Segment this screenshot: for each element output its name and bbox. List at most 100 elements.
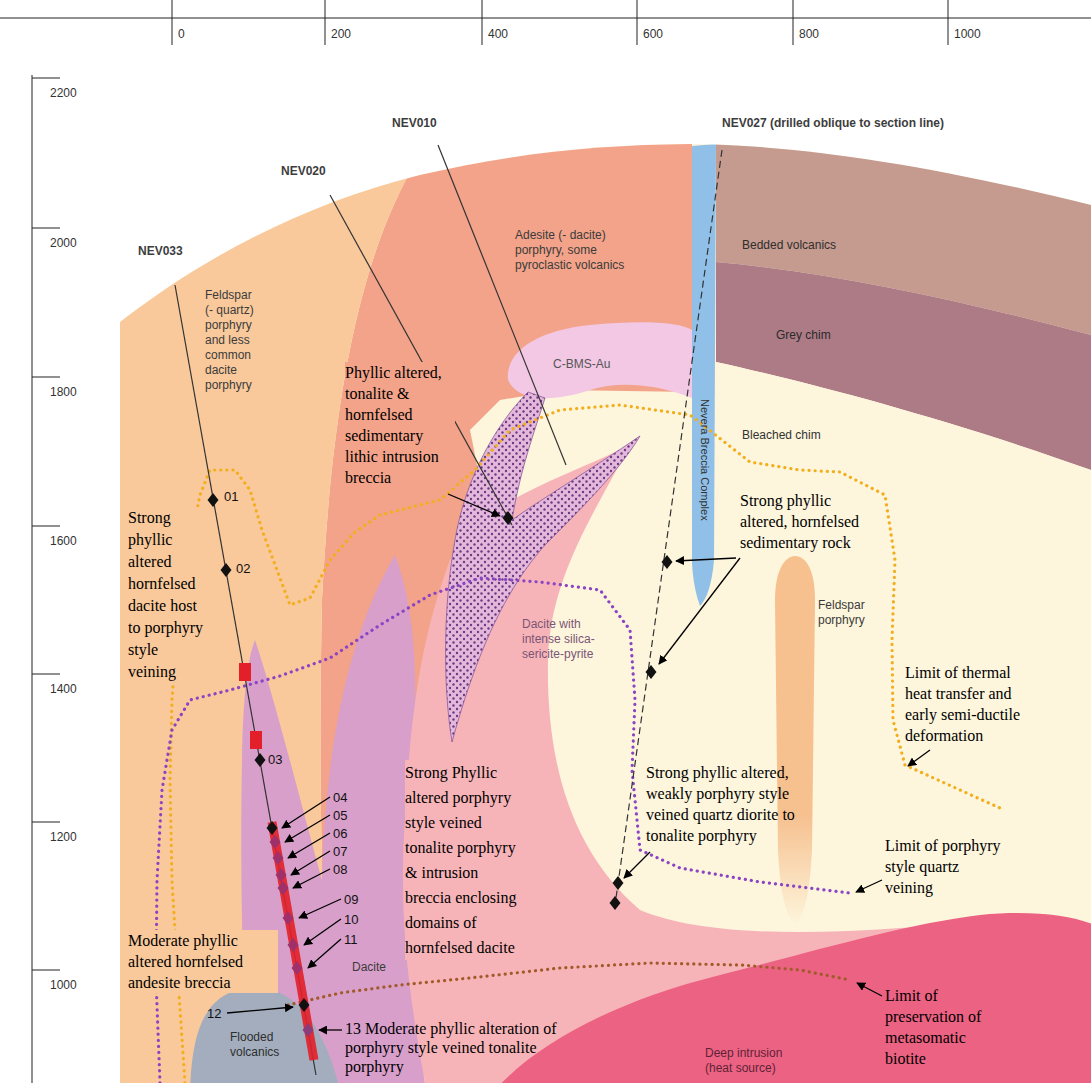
sample-diamond: [288, 938, 299, 952]
axis-label: 1800: [50, 385, 77, 399]
axis-label: 800: [799, 27, 819, 41]
label-anchor: Strong phyllic altered hornfelsed dacite…: [128, 507, 206, 683]
axis-tick: [32, 228, 60, 229]
unit-outline: [190, 987, 340, 1083]
label-anchor: Strong Phyllic altered porphyry style ve…: [405, 760, 525, 960]
label-anchor: 09: [344, 892, 358, 907]
drill-hole-trace: [330, 195, 512, 525]
axis-label: 1000: [954, 27, 981, 41]
unit-label: Grey chim: [776, 328, 831, 343]
sample-diamond: [278, 881, 289, 895]
label-anchor: 05: [333, 808, 347, 823]
label-anchor: 11: [344, 932, 358, 947]
axis-label: 2000: [50, 236, 77, 250]
unit-label: Adesite (- dacite) porphyry, some pyrocl…: [515, 228, 630, 273]
sample-diamond: [255, 753, 266, 767]
annotation: Moderate phyllic altered hornfelsed ande…: [128, 930, 278, 993]
sample-diamond: [273, 851, 284, 865]
label-anchor: 10: [344, 912, 358, 927]
unit-label: Deep intrusion (heat source): [705, 1046, 800, 1076]
sample-diamond: [646, 665, 657, 679]
sample-diamond: [208, 493, 219, 507]
leader-arrow: [285, 815, 330, 842]
sample-diamond: [613, 876, 624, 890]
axis-tick: [948, 0, 949, 45]
callout-number: 01: [224, 489, 238, 504]
sample-diamond: [292, 961, 303, 975]
annotation: 13 Moderate phyllic alteration of porphy…: [345, 1019, 585, 1076]
sample-diamond: [503, 511, 514, 525]
unit-label: Bedded volcanics: [742, 238, 836, 253]
callout-number: 11: [344, 932, 358, 947]
label-anchor: 2000: [50, 236, 77, 250]
sample-diamond: [303, 1023, 314, 1037]
axis-label: 600: [643, 27, 663, 41]
annotation: Strong Phyllic altered porphyry style ve…: [405, 760, 525, 960]
unit-outline: [495, 913, 1091, 1083]
callout-number: 04: [333, 790, 347, 805]
callout-number: 03: [268, 752, 282, 767]
sample-diamond: [283, 911, 294, 925]
label-anchor: 1200: [50, 830, 77, 844]
callout-number: 08: [333, 862, 347, 877]
axis-label: 1200: [50, 830, 77, 844]
axis-tick: [32, 970, 60, 971]
leader-arrow: [624, 852, 650, 878]
biotite-limit-line: [288, 963, 850, 1005]
unit-label: Flooded volcanics: [230, 1030, 300, 1060]
label-anchor: 07: [333, 844, 347, 859]
annotation: Phyllic altered, tonalite & hornfelsed s…: [345, 362, 455, 488]
sample-diamond: [276, 868, 287, 882]
unit-outline: [508, 322, 692, 398]
top-axis-line: [0, 18, 1091, 19]
label-anchor: 13 Moderate phyllic alteration of porphy…: [345, 1019, 585, 1076]
axis-tick: [32, 822, 60, 823]
callout-number: 12: [207, 1006, 221, 1021]
unit-label: Dacite with intense silica-sericite-pyri…: [522, 617, 618, 662]
rock-unit: Feldspar porphyry: [770, 552, 881, 927]
rock-unit: Bedded volcanics: [716, 146, 1091, 336]
axis-label: 1600: [50, 534, 77, 548]
label-anchor: NEV027 (drilled oblique to section line): [722, 116, 944, 130]
axis-tick: [32, 78, 60, 79]
leader-arrow: [319, 1029, 342, 1030]
leader-group: [227, 494, 930, 1030]
annotation: Strong phyllic altered, hornfelsed sedim…: [740, 490, 872, 553]
axis-label: 0: [178, 27, 185, 41]
leader-arrow: [227, 1007, 293, 1013]
thermal-limit-line: [170, 405, 1000, 1083]
label-anchor: NEV033: [138, 244, 183, 258]
sample-diamond: [662, 555, 673, 569]
label-anchor: 01: [224, 489, 238, 504]
leader-arrow: [282, 797, 330, 828]
label-anchor: 1400: [50, 682, 77, 696]
breccia-body: [446, 392, 640, 742]
unit-label: Nevera Breccia Complex: [698, 399, 711, 521]
sampled-interval: [272, 822, 314, 1060]
unit-fill: [500, 912, 1091, 1083]
label-anchor: 03: [268, 752, 282, 767]
label-anchor: Limit of porphyry style quartz veining: [885, 835, 1006, 898]
label-anchor: 08: [333, 862, 347, 877]
label-anchor: NEV020: [281, 164, 326, 178]
sample-diamond: [610, 896, 621, 910]
callout-number: 07: [333, 844, 347, 859]
axis-tick: [793, 0, 794, 45]
leader-arrow: [857, 983, 882, 996]
label-anchor: 400: [488, 27, 508, 41]
axis-label: 400: [488, 27, 508, 41]
axis-tick: [172, 0, 173, 45]
label-anchor: 200: [331, 27, 351, 41]
axis-tick: [325, 0, 326, 45]
label-anchor: 1000: [954, 27, 981, 41]
left-axis-line: [32, 75, 33, 1083]
annotation: Strong phyllic altered hornfelsed dacite…: [128, 507, 206, 683]
drill-hole-label: NEV033: [138, 244, 183, 258]
label-anchor: 1600: [50, 534, 77, 548]
label-anchor: 1000: [50, 978, 77, 992]
label-anchor: 06: [333, 826, 347, 841]
rock-unit: Deep intrusion (heat source): [500, 912, 1091, 1083]
unit-label: Bleached chim: [742, 428, 821, 443]
unit-label: Feldspar (- quartz) porphyry and less co…: [205, 288, 261, 393]
